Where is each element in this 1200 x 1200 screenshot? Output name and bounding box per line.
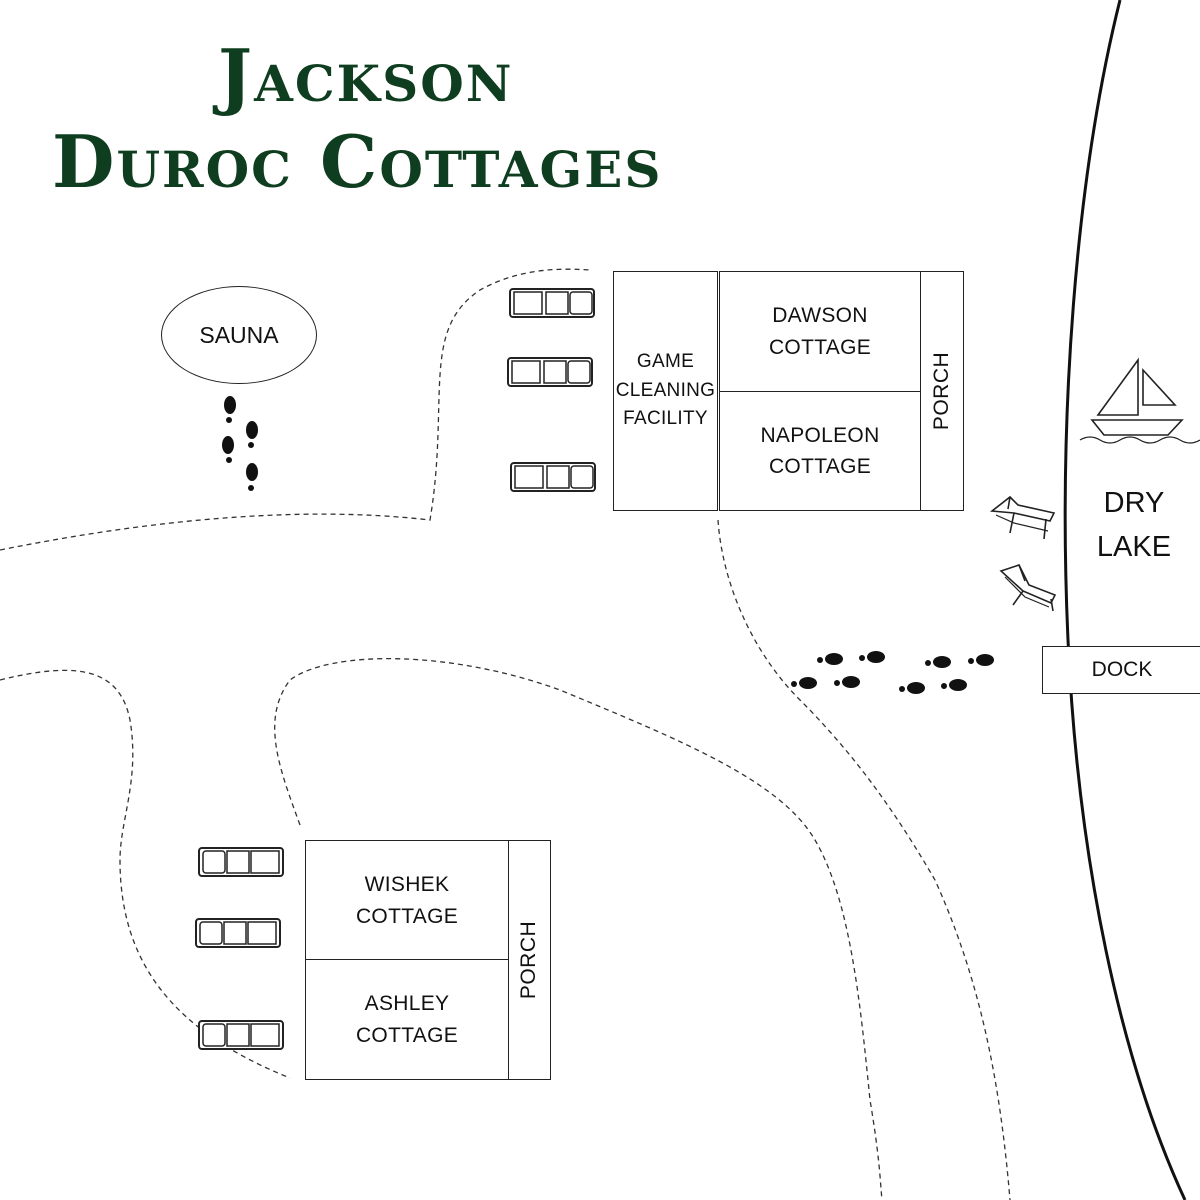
path-to-dock [717, 519, 1011, 1200]
path-north-loop [0, 268, 591, 551]
pickup-truck-icon [198, 847, 284, 877]
wishek-cottage-label: WISHEK COTTAGE [355, 873, 459, 928]
dawson-cottage: DAWSON COTTAGE [719, 271, 921, 392]
pickup-truck-icon [198, 1020, 284, 1050]
dawson-cottage-label: DAWSON COTTAGE [768, 304, 872, 359]
ashley-cottage: ASHLEY COTTAGE [305, 959, 509, 1080]
sauna: SAUNA [161, 286, 317, 384]
dock-label: DOCK [1091, 658, 1153, 681]
sauna-label: SAUNA [199, 321, 279, 348]
path-south-outer [0, 669, 291, 1079]
path-south-inner [274, 657, 883, 1200]
porch-south: PORCH [508, 840, 551, 1080]
footprints-icon [791, 651, 994, 694]
pickup-truck-icon [195, 918, 281, 948]
sailboat-icon [1079, 357, 1200, 444]
lake-shoreline [1063, 0, 1187, 1200]
game-cleaning-label: GAME CLEANING FACILITY [615, 351, 716, 430]
dock: DOCK [1042, 646, 1200, 694]
footprints-icon [222, 396, 258, 491]
napoleon-cottage: NAPOLEON COTTAGE [719, 391, 921, 511]
wishek-cottage: WISHEK COTTAGE [305, 840, 509, 961]
dry-lake-label: DRY LAKE [1096, 487, 1172, 563]
map-title-line-1: Jackson [218, 33, 514, 118]
lounge-chair-icon [989, 495, 1056, 540]
porch-south-label: PORCH [517, 920, 541, 1000]
porch-north-label: PORCH [930, 351, 953, 431]
porch-north: PORCH [920, 271, 964, 511]
lounge-chair-icon [999, 564, 1057, 612]
pickup-truck-icon [510, 462, 596, 492]
map-title-line-2: Duroc Cottages [52, 119, 663, 204]
game-cleaning-facility: GAME CLEANING FACILITY [613, 271, 718, 511]
ashley-cottage-label: ASHLEY COTTAGE [355, 992, 459, 1047]
pickup-truck-icon [507, 357, 593, 387]
pickup-truck-icon [509, 288, 595, 318]
napoleon-cottage-label: NAPOLEON COTTAGE [760, 423, 880, 479]
